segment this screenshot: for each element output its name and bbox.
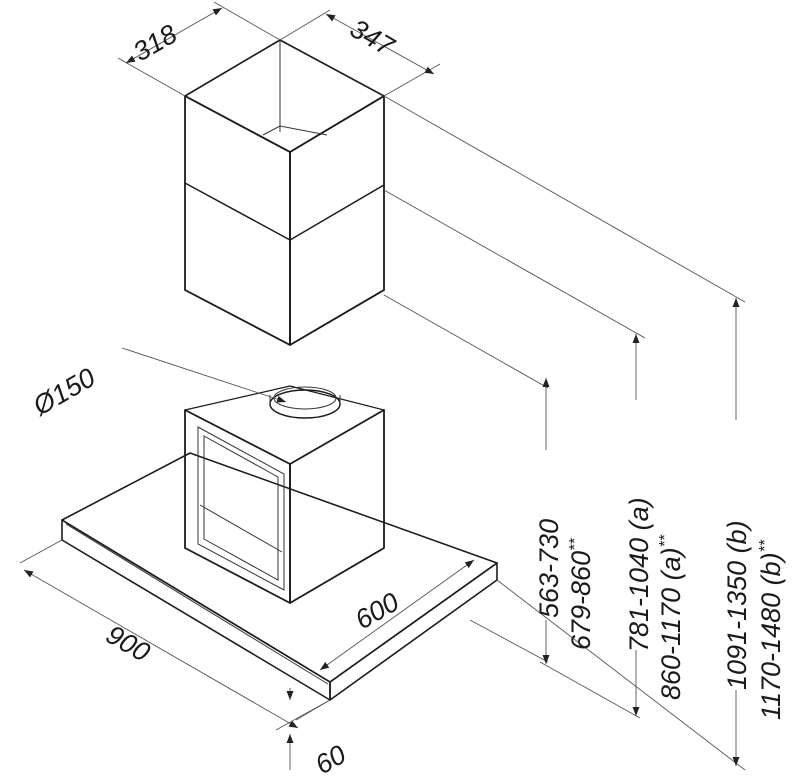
label-height-6: 1170-1480 (b)** xyxy=(756,539,786,720)
label-height-2: 679-860** xyxy=(566,538,596,650)
height-extension-lines xyxy=(383,95,746,771)
motor-housing xyxy=(184,385,385,604)
label-60: 60 xyxy=(310,739,351,780)
chimney xyxy=(184,39,385,346)
label-height-5: 1091-1350 (b) xyxy=(722,520,752,690)
label-347: 347 xyxy=(345,13,400,62)
bottom-dimension-lines xyxy=(19,539,475,770)
label-diameter: Ø150 xyxy=(27,362,100,422)
label-318: 318 xyxy=(128,19,182,68)
label-height-4: 860-1170 (a)** xyxy=(656,534,686,700)
diameter-leader xyxy=(121,347,287,403)
canopy-glass xyxy=(61,452,498,701)
label-900: 900 xyxy=(101,619,155,668)
duct-collar xyxy=(269,386,341,419)
label-600: 600 xyxy=(350,587,404,636)
top-dimension-lines xyxy=(117,1,441,97)
height-arrows xyxy=(542,298,740,766)
label-height-1: 563-730 xyxy=(534,519,564,618)
label-height-3: 781-1040 (a) xyxy=(624,497,654,652)
